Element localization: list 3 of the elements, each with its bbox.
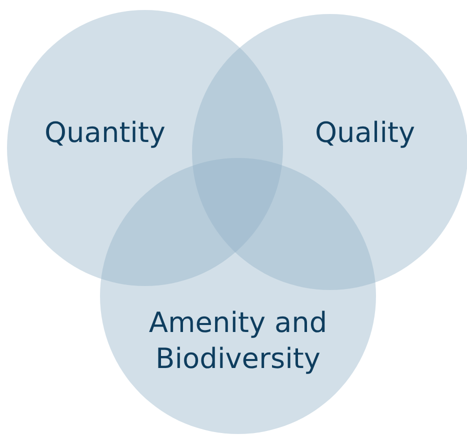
circle-label: Amenity and Biodiversity [148,305,328,377]
circle-label: Quantity [44,115,166,151]
circle-label: Quality [314,115,416,151]
